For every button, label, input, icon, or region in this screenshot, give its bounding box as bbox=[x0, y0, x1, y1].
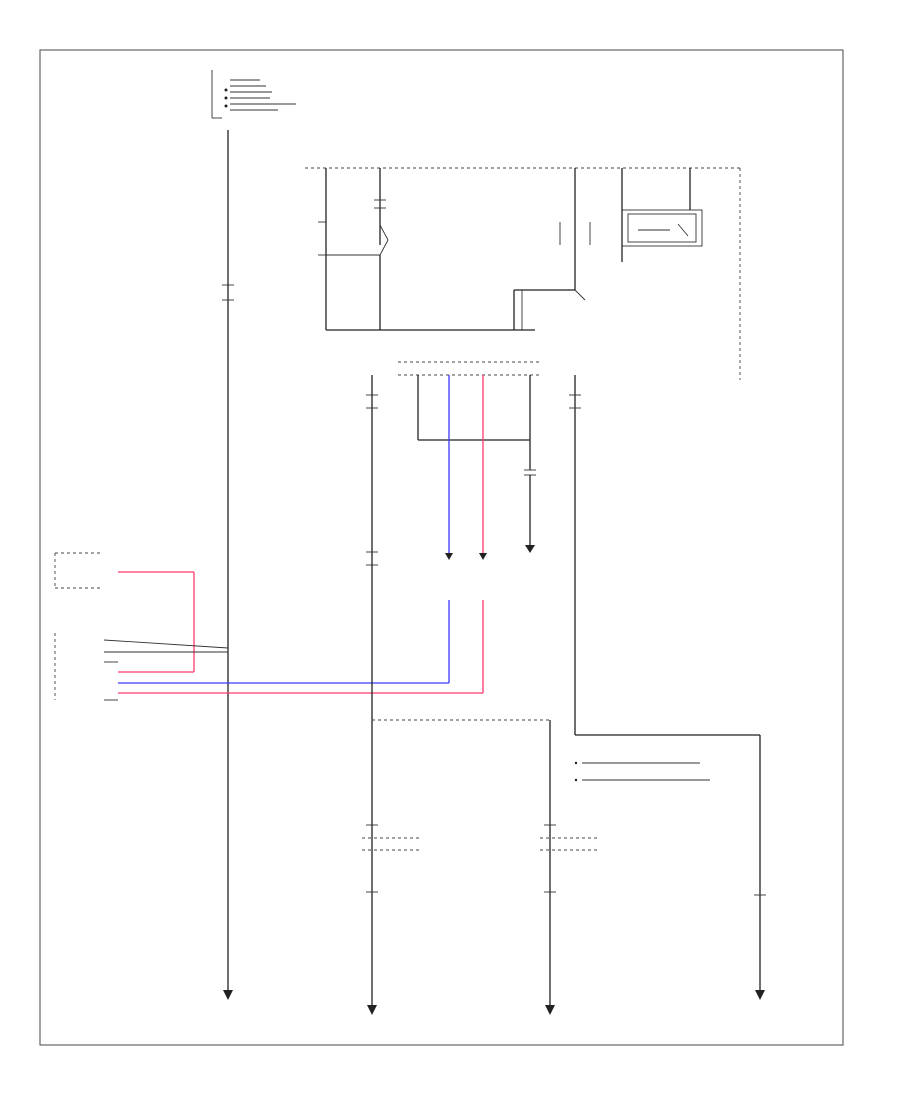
blue-signal-wire bbox=[118, 375, 453, 684]
right-ground-wire bbox=[569, 375, 766, 1000]
relay-right bbox=[621, 168, 741, 380]
diagram-frame bbox=[39, 49, 844, 1046]
notes bbox=[574, 761, 710, 782]
left-sensor bbox=[362, 837, 420, 851]
left-module bbox=[54, 552, 229, 701]
right-sensor bbox=[540, 837, 600, 851]
right-center-ground-symbol bbox=[545, 1005, 555, 1015]
center-ground-symbol bbox=[367, 1005, 377, 1015]
center-wire bbox=[366, 375, 378, 1015]
top-bus bbox=[305, 167, 740, 331]
relay-switch-left bbox=[318, 221, 389, 330]
left-ground-wire bbox=[222, 130, 234, 1000]
connector-row bbox=[398, 361, 540, 553]
red-signal-wire bbox=[118, 375, 487, 694]
left-ground-symbol bbox=[223, 990, 233, 1000]
right-ground-symbol bbox=[755, 990, 765, 1000]
left-power-source bbox=[211, 70, 296, 119]
branch-to-right-sensor bbox=[372, 719, 556, 1015]
relay-switch-middle bbox=[513, 168, 591, 330]
